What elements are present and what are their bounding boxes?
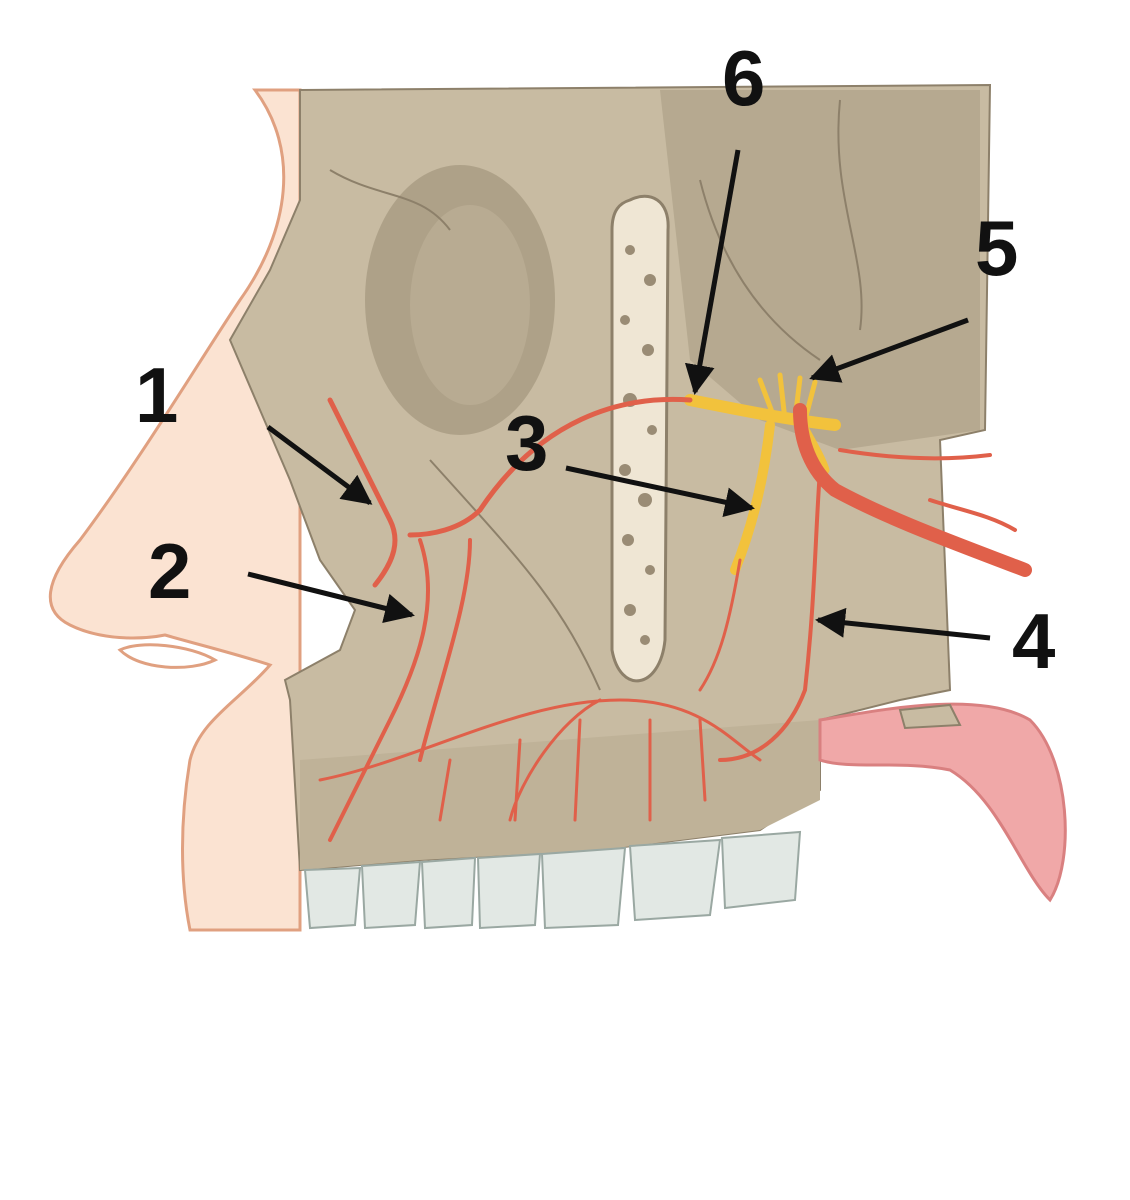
anterior-superior-alveolar [328,538,431,842]
label-6: 6 [722,34,765,122]
pterygopalatine-region [660,90,980,450]
label-4: 4 [1012,597,1055,685]
pointer-arrows [247,149,991,641]
tooth [303,866,362,930]
arrow-6 [684,149,741,395]
tongue [818,702,1067,903]
infraorbital-artery [407,396,693,538]
angular-branch [327,397,398,588]
maxillary-artery [793,403,1032,577]
teeth [303,830,802,930]
sectioned-bone [610,194,670,683]
face-profile [48,88,302,932]
label-3: 3 [505,399,548,487]
tooth [540,846,627,930]
label-2: 2 [148,527,191,615]
bone-trabeculae [619,245,657,645]
arrow-1 [266,424,373,506]
arrow-5 [809,317,969,383]
nerve-trunk [684,394,841,431]
nose-and-lip-skin [48,88,302,932]
posterior-branches [838,448,1017,532]
orbit-inner [410,205,530,405]
middle-superior-alveolar [418,538,472,762]
tooth [720,830,802,910]
label-5: 5 [975,204,1018,292]
nerve-branch [730,420,775,575]
tooth [476,852,542,930]
dental-plexus [318,558,762,822]
tooth [420,856,477,930]
tooth [360,860,422,930]
arrow-4 [815,607,991,641]
label-1: 1 [135,351,178,439]
nerve-rootlets [757,372,818,423]
alveolar-process [300,720,820,870]
figure-labels: 1 2 3 4 5 6 [135,34,1055,685]
arterial-branches [318,396,1032,842]
posterior-superior-alveolar [718,468,822,762]
nostril [117,643,219,669]
arrow-3 [565,465,755,517]
suture-lines [329,99,863,691]
tongue-process [898,703,962,730]
tooth [628,838,722,922]
arrow-2 [247,571,415,624]
